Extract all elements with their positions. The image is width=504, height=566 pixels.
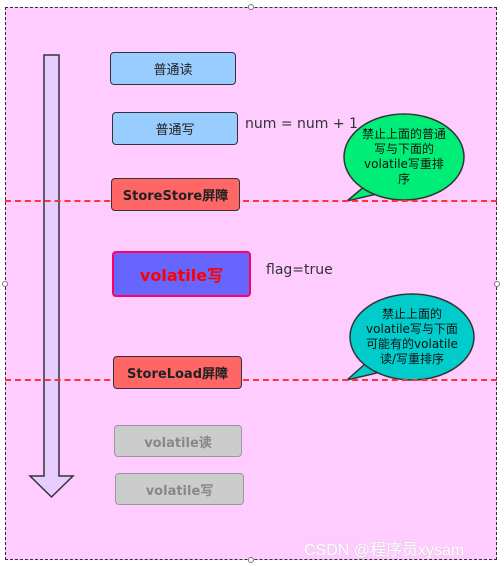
normal-read-box: 普通读 [110, 52, 236, 85]
resize-handle-left[interactable] [2, 281, 8, 287]
normal-write-box: 普通写 [112, 112, 238, 145]
callout-bottom-line: volatile写与下面 [366, 322, 458, 336]
callout-top-line: 序 [397, 172, 410, 186]
callout-top-line: volatile写重排 [364, 157, 444, 171]
callout-text-top: 禁止上面的普通 写与下面的 volatile写重排 序 [344, 127, 464, 187]
callout-top-line: 禁止上面的普通 [361, 127, 446, 141]
flag-assign-label: flag=true [266, 262, 333, 278]
storestore-barrier-line [5, 200, 497, 202]
callout-bottom-line: 读/写重排序 [379, 352, 445, 366]
num-assign-label: num = num + 1 [245, 116, 358, 132]
storeload-barrier-box: StoreLoad屏障 [113, 356, 242, 389]
volatile-write-box: volatile写 [112, 251, 251, 297]
program-order-arrow [28, 54, 75, 499]
resize-handle-bottom[interactable] [248, 557, 254, 563]
callout-bottom-line: 可能有的volatile [366, 337, 458, 351]
callout-bottom-line: 禁止上面的 [381, 307, 442, 321]
storestore-barrier-box: StoreStore屏障 [111, 178, 240, 211]
storeload-barrier-line [5, 379, 497, 381]
resize-handle-top[interactable] [248, 4, 254, 10]
resize-handle-right[interactable] [494, 281, 500, 287]
watermark: CSDN @程序员xysam [304, 542, 465, 559]
callout-top-line: 写与下面的 [373, 142, 434, 156]
diagram-canvas [5, 7, 497, 560]
callout-text-bottom: 禁止上面的 volatile写与下面 可能有的volatile 读/写重排序 [350, 307, 474, 367]
later-volatile-write-box: volatile写 [115, 473, 244, 505]
later-volatile-read-box: volatile读 [114, 425, 242, 457]
